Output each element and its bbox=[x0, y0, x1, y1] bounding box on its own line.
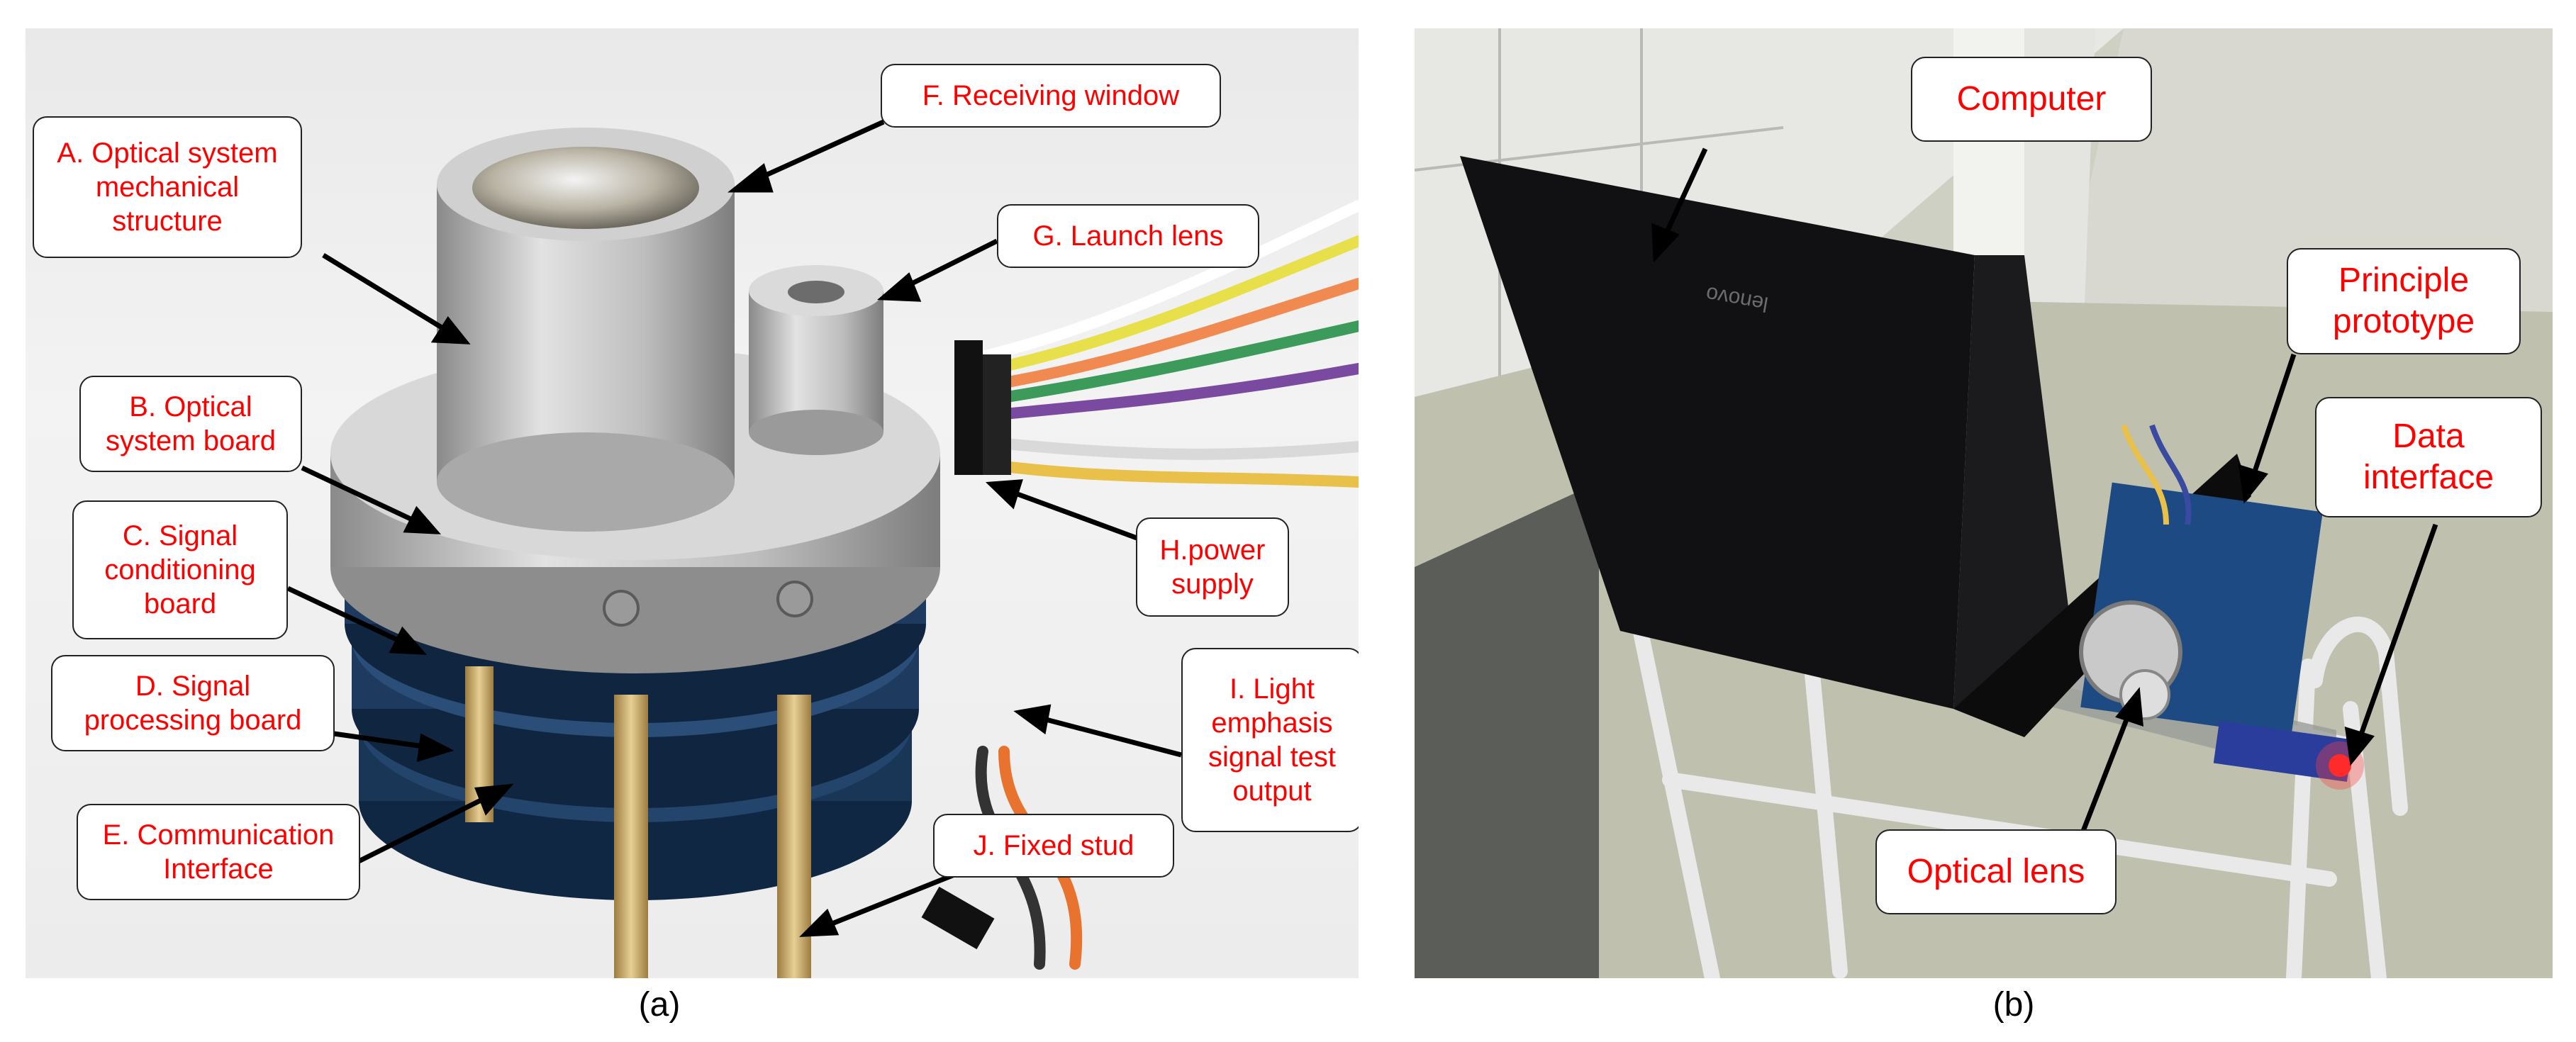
annotation-arrows bbox=[286, 119, 1182, 937]
photo-panel-b: lenovo Computer Principle prototype Data… bbox=[1415, 28, 2553, 978]
label-principle-prototype: Principle prototype bbox=[2287, 248, 2521, 354]
header-connectors bbox=[954, 340, 1011, 475]
caption-a: (a) bbox=[638, 986, 681, 1024]
label-optical-system-board: B. Optical system board bbox=[79, 376, 302, 472]
label-receiving-window: F. Receiving window bbox=[881, 64, 1221, 128]
sensor-assembly-illustration bbox=[286, 119, 1359, 978]
launch-lens-cylinder bbox=[749, 265, 883, 455]
label-launch-lens: G. Launch lens bbox=[997, 204, 1259, 268]
label-light-emphasis-signal-test-output: I. Light emphasis signal test output bbox=[1181, 648, 1359, 832]
test-connector bbox=[921, 886, 995, 950]
label-communication-interface: E. Communication Interface bbox=[77, 804, 360, 900]
annotation-arrows-b bbox=[1651, 147, 2438, 838]
label-signal-conditioning-board: C. Signal conditioning board bbox=[72, 500, 288, 639]
label-optical-lens: Optical lens bbox=[1875, 829, 2117, 914]
caption-b: (b) bbox=[1992, 986, 2035, 1024]
label-data-interface: Data interface bbox=[2315, 397, 2542, 517]
wire-bundle bbox=[956, 200, 1359, 970]
receiving-cylinder bbox=[437, 128, 735, 532]
photo-panel-a: A. Optical system mechanical structure B… bbox=[26, 28, 1359, 978]
lab-setup-illustration: lenovo bbox=[1415, 28, 2553, 978]
label-power-supply: H.power supply bbox=[1136, 517, 1289, 617]
label-optical-mechanical-structure: A. Optical system mechanical structure bbox=[33, 116, 302, 258]
label-signal-processing-board: D. Signal processing board bbox=[51, 655, 335, 751]
label-computer: Computer bbox=[1911, 57, 2152, 142]
label-fixed-stud: J. Fixed stud bbox=[933, 814, 1174, 878]
prototype-device bbox=[2079, 424, 2323, 737]
